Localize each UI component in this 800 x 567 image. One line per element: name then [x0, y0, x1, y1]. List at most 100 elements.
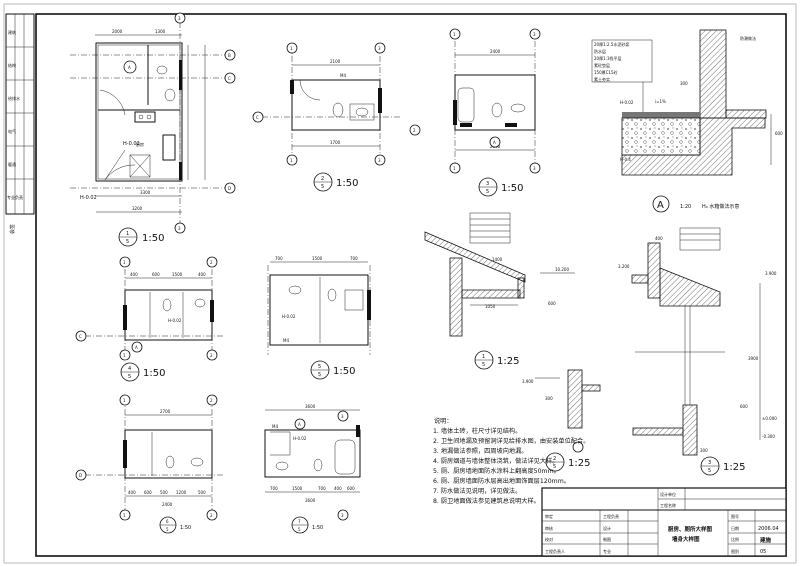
- level-mark: H-0.02: [293, 436, 307, 441]
- drawing-linework: [119, 394, 131, 406]
- note-item: 1. 墙体土砖，柱尺寸详见结构。: [433, 427, 521, 435]
- grid-bubble: 3: [533, 32, 536, 37]
- dim: 600: [347, 486, 355, 491]
- view-scale: 1:50: [501, 183, 523, 194]
- drawing-title: 厨房、厕所大样图: [668, 525, 713, 533]
- grid-bubble: 2: [210, 260, 213, 265]
- grid-bubble: 1: [453, 32, 456, 37]
- view-tag: 2: [321, 176, 324, 182]
- drawing-linework: [567, 369, 583, 429]
- drawing-linework: [505, 123, 517, 127]
- dim: 3600: [305, 498, 316, 503]
- bath-plan-d: H-0.02 M4 700 1500 700 5 5 1:50: [267, 256, 371, 380]
- outer-border: [3, 3, 797, 564]
- drawing-linework: [206, 394, 218, 406]
- view-tag: 3: [708, 460, 711, 466]
- drawing-linework: [275, 461, 289, 471]
- project-label: 工程名称: [660, 502, 676, 508]
- dim: 300: [680, 81, 688, 86]
- view-tag: 7: [298, 519, 301, 524]
- drawing-linework: [206, 256, 218, 268]
- bath-plan-f: M4 H-0.02 3600 700 1500 700 400 600 3600…: [264, 404, 361, 534]
- view-sheet: 5: [708, 468, 711, 474]
- drawing-linework: [290, 80, 294, 94]
- drawing-linework: [179, 162, 182, 180]
- dim: 1200: [176, 490, 187, 495]
- slope-mark: i=1%: [655, 99, 666, 104]
- grid-bubble: 3: [378, 46, 381, 51]
- view-scale: 1:25: [497, 356, 519, 367]
- dim: 1500: [172, 272, 183, 277]
- elevation-mark: 10.200: [555, 267, 569, 272]
- drawing-linework: [162, 298, 172, 312]
- dim: 500: [198, 490, 206, 495]
- leader-note: 防潮做法: [740, 35, 756, 41]
- grid-bubble: C: [256, 115, 259, 120]
- side-label: 会签: [9, 224, 16, 234]
- drawing-linework: [367, 290, 371, 320]
- grid-bubble: C: [228, 76, 231, 81]
- grid-bubble: D: [79, 473, 82, 478]
- dim: 500: [160, 490, 168, 495]
- drawing-linework: [449, 257, 463, 337]
- view-sheet: 5: [166, 527, 169, 532]
- dim: 1500: [292, 486, 303, 491]
- note-item: 6. 厕、厨房墙面防水层高出地面饰面层120mm。: [433, 477, 570, 485]
- drawing-linework: [286, 154, 298, 166]
- wall-section: 3.900 ±0.000 -0.300 3.200 400 3900 600 3…: [618, 227, 777, 476]
- drawing-linework: [572, 441, 584, 453]
- drawing-linework: [299, 79, 321, 101]
- drawing-linework: [224, 49, 236, 61]
- drawing-linework: [659, 267, 721, 307]
- note-item: 4. 厨房烟道与墙体整体浇筑，做法详见大样。: [433, 457, 558, 465]
- drawing-linework: [355, 107, 369, 117]
- level-mark: H-0.02: [168, 318, 182, 323]
- drawing-linework: [156, 65, 168, 75]
- note-item: 8. 厨卫地面做法参见建筑总说明大样。: [433, 497, 540, 505]
- door-tag: M4: [283, 338, 289, 343]
- drawing-linework: [194, 298, 206, 308]
- dim: 1700: [330, 140, 341, 145]
- drawing-linework: [652, 195, 670, 213]
- note-item: 3. 地漏做法参照，四周坡向地漏。: [433, 447, 528, 455]
- dim: 700: [350, 256, 358, 261]
- view-sheet: 5: [318, 372, 321, 378]
- level-mark: H-0.02: [80, 195, 97, 201]
- view-sheet: 5: [298, 527, 301, 532]
- side-row-label: 专业负责: [7, 194, 23, 200]
- dim: 300: [545, 396, 553, 401]
- dim: 1400: [492, 257, 503, 262]
- drawing-label: 审核: [545, 525, 553, 531]
- drawing-linework: [104, 149, 136, 181]
- drawing-linework: [332, 102, 344, 118]
- view-scale: 1:50: [180, 525, 191, 531]
- drawing-label: 工程负责: [603, 513, 619, 519]
- dim: 400: [655, 236, 663, 241]
- view-sheet: 5: [553, 464, 556, 470]
- drawing-label: 图号: [731, 513, 739, 519]
- elevation-mark: -0.300: [762, 434, 775, 439]
- bath-plan-e: 2700 400 600 500 1200 500 2400 1 2 1 2 D…: [75, 394, 225, 534]
- dim: 3300: [140, 190, 151, 195]
- grid-bubble: 2: [210, 398, 213, 403]
- grid-bubble: B: [228, 53, 231, 58]
- dim: 2400: [162, 502, 173, 507]
- view-tag: 2: [553, 456, 556, 462]
- drawing-linework: [124, 289, 213, 341]
- dim: 400: [130, 272, 138, 277]
- level-mark: H-0.02: [282, 314, 296, 319]
- side-row-label: 电气: [8, 128, 16, 134]
- drawing-linework: [123, 305, 127, 330]
- drawing-linework: [457, 87, 475, 123]
- view-sheet: 5: [482, 362, 485, 368]
- grid-bubble: 1: [123, 260, 126, 265]
- drawing-linework: [97, 44, 181, 180]
- drawing-linework: [647, 242, 661, 299]
- eave-section-1: 10.200 1400 600 1050 1 5 1:25: [424, 212, 575, 370]
- side-row-label: 建筑: [8, 29, 16, 35]
- drawing-label: 专业: [603, 548, 611, 554]
- drawing-linework: [288, 285, 302, 295]
- bath-plan-a: M4 2100 1700 1 3 1 3 C 2 5 1:50: [252, 42, 400, 192]
- drawing-linework: [334, 439, 356, 475]
- grid-bubble: 2: [210, 513, 213, 518]
